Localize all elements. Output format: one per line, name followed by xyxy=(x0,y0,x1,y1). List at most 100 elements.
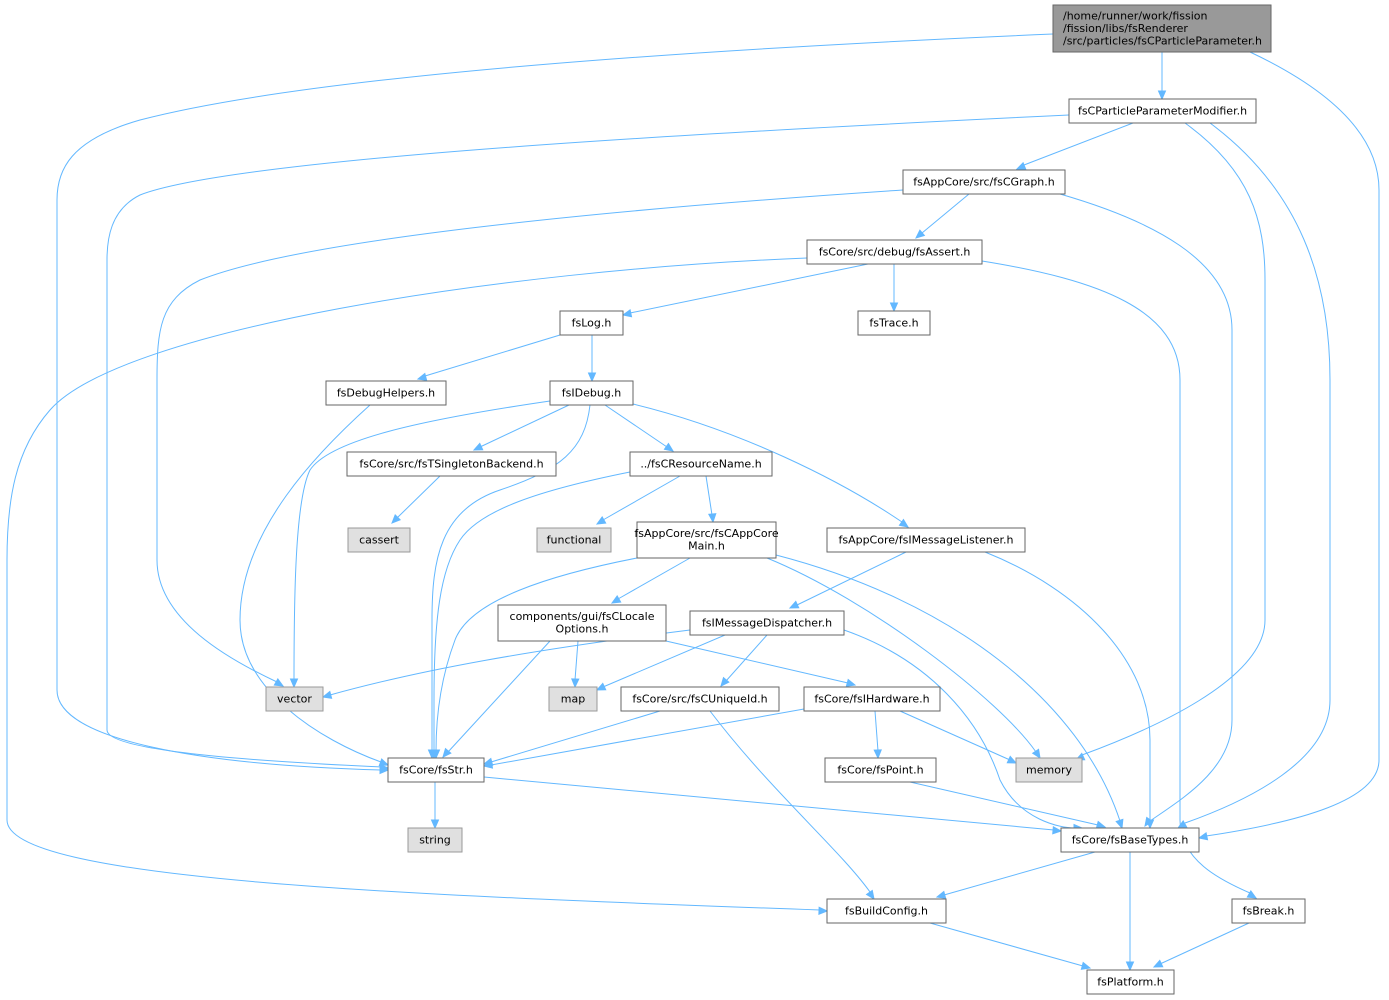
node-idebug[interactable]: fsIDebug.h xyxy=(549,380,634,406)
edge-cgraph-to-vector xyxy=(156,189,904,687)
edge-arrowhead xyxy=(595,516,607,525)
node-buildconfig[interactable]: fsBuildConfig.h xyxy=(826,898,947,924)
edge-uniqueid-to-buildconfig xyxy=(709,710,875,901)
edge-line xyxy=(424,334,561,377)
edge-arrowhead xyxy=(915,229,926,239)
edge-line xyxy=(629,263,869,314)
node-break[interactable]: fsBreak.h xyxy=(1231,898,1306,924)
edge-arrowhead xyxy=(845,678,857,687)
edge-line xyxy=(293,400,551,681)
node-box xyxy=(325,380,447,406)
node-label: fsCore/src/fsCUniqueId.h xyxy=(632,692,767,705)
edge-arrowhead xyxy=(430,819,440,830)
node-trace[interactable]: fsTrace.h xyxy=(857,310,931,336)
edge-appcoremain-to-locale xyxy=(610,557,691,604)
edge-appcoremain-to-basetypes xyxy=(775,554,1124,830)
edge-line xyxy=(632,403,903,523)
edge-assert-to-buildconfig xyxy=(6,257,829,915)
edge-line xyxy=(984,551,1151,821)
edge-line xyxy=(574,640,579,681)
edge-locale-to-str xyxy=(442,640,551,758)
edge-arrowhead xyxy=(1052,826,1063,835)
edge-locale-to-ihardware xyxy=(665,640,857,687)
node-box xyxy=(629,451,773,477)
node-uniqueid[interactable]: fsCore/src/fsCUniqueId.h xyxy=(620,686,780,712)
node-msglistener[interactable]: fsAppCore/fsIMessageListener.h xyxy=(826,527,1026,553)
node-label: ../fsCResourceName.h xyxy=(640,457,761,470)
edge-arrowhead xyxy=(898,518,910,528)
node-assert[interactable]: fsCore/src/debug/fsAssert.h xyxy=(806,239,983,265)
edge-line xyxy=(1205,51,1380,837)
node-box xyxy=(1231,898,1306,924)
node-label: Main.h xyxy=(688,540,725,553)
node-box xyxy=(803,686,941,712)
node-label: fsTrace.h xyxy=(869,316,918,329)
edge-assert-to-break xyxy=(981,260,1258,899)
node-msgdispatcher[interactable]: fsIMessageDispatcher.h xyxy=(689,610,845,636)
edge-cgraph-to-basetypes xyxy=(1059,193,1233,828)
node-modifier[interactable]: fsCParticleParameterModifier.h xyxy=(1068,98,1257,124)
node-label: fsAppCore/fsIMessageListener.h xyxy=(838,533,1013,546)
node-memory[interactable]: memory xyxy=(1015,757,1083,783)
edge-basetypes-to-platform xyxy=(1125,852,1135,972)
node-box xyxy=(559,310,624,336)
edge-singleton-to-cassert xyxy=(391,475,441,524)
edge-modifier-to-cgraph xyxy=(1015,122,1134,170)
edge-log-to-idebug xyxy=(587,335,597,383)
node-label: fsIMessageDispatcher.h xyxy=(702,616,832,629)
edge-line xyxy=(1081,122,1266,756)
edge-arrowhead xyxy=(571,678,580,689)
node-platform[interactable]: fsPlatform.h xyxy=(1086,969,1175,995)
node-resname[interactable]: ../fsCResourceName.h xyxy=(629,451,773,477)
edge-line xyxy=(617,557,691,600)
node-debughelpers[interactable]: fsDebugHelpers.h xyxy=(325,380,447,406)
node-ihardware[interactable]: fsCore/fsIHardware.h xyxy=(803,686,941,712)
edge-break-to-platform xyxy=(1152,922,1250,968)
node-label: fsAppCore/src/fsCAppCore xyxy=(634,527,778,540)
edge-line xyxy=(1184,122,1331,824)
edge-msgdispatcher-to-basetypes xyxy=(843,629,1084,833)
edge-arrowhead xyxy=(379,763,390,773)
node-box xyxy=(1086,969,1175,995)
node-cgraph[interactable]: fsAppCore/src/fsCGraph.h xyxy=(902,169,1066,195)
node-label: map xyxy=(561,692,585,705)
edge-arrowhead xyxy=(1176,820,1188,829)
node-str[interactable]: fsCore/fsStr.h xyxy=(387,757,485,783)
edge-debughelpers-to-str xyxy=(239,404,390,767)
edge-basetypes-to-buildconfig xyxy=(935,851,1096,899)
edge-arrowhead xyxy=(663,442,675,452)
node-label: cassert xyxy=(359,533,400,546)
node-label: fsBuildConfig.h xyxy=(845,904,928,917)
node-map[interactable]: map xyxy=(548,686,598,712)
edge-line xyxy=(1059,193,1233,822)
edge-arrowhead xyxy=(1197,832,1209,841)
node-box xyxy=(826,898,947,924)
node-box xyxy=(620,686,780,712)
node-vector[interactable]: vector xyxy=(265,686,324,712)
edge-arrowhead xyxy=(865,889,875,901)
edge-msgdispatcher-to-map xyxy=(595,634,726,691)
node-root[interactable]: /home/runner/work/fission/fission/libs/f… xyxy=(1052,4,1272,53)
edge-modifier-to-basetypes xyxy=(1176,122,1331,829)
node-log[interactable]: fsLog.h xyxy=(559,310,624,336)
edge-arrowhead xyxy=(1246,890,1258,899)
node-functional[interactable]: functional xyxy=(536,527,612,553)
node-basetypes[interactable]: fsCore/fsBaseTypes.h xyxy=(1060,827,1200,853)
node-label: fsBreak.h xyxy=(1243,904,1295,917)
node-point[interactable]: fsCore/fsPoint.h xyxy=(824,757,937,783)
edge-arrowhead xyxy=(289,678,299,689)
node-cassert[interactable]: cassert xyxy=(347,527,411,553)
node-singleton[interactable]: fsCore/src/fsTSingletonBackend.h xyxy=(346,451,557,477)
node-box xyxy=(497,604,667,642)
edge-msglistener-to-basetypes xyxy=(984,551,1155,830)
edge-ihardware-to-memory xyxy=(899,710,1018,764)
edge-arrowhead xyxy=(935,890,947,899)
edge-arrowhead xyxy=(416,372,428,381)
edge-arrowhead xyxy=(1080,961,1092,970)
edge-line xyxy=(435,557,638,752)
node-string[interactable]: string xyxy=(407,827,463,853)
edge-line xyxy=(899,710,1011,761)
node-box xyxy=(689,610,845,636)
